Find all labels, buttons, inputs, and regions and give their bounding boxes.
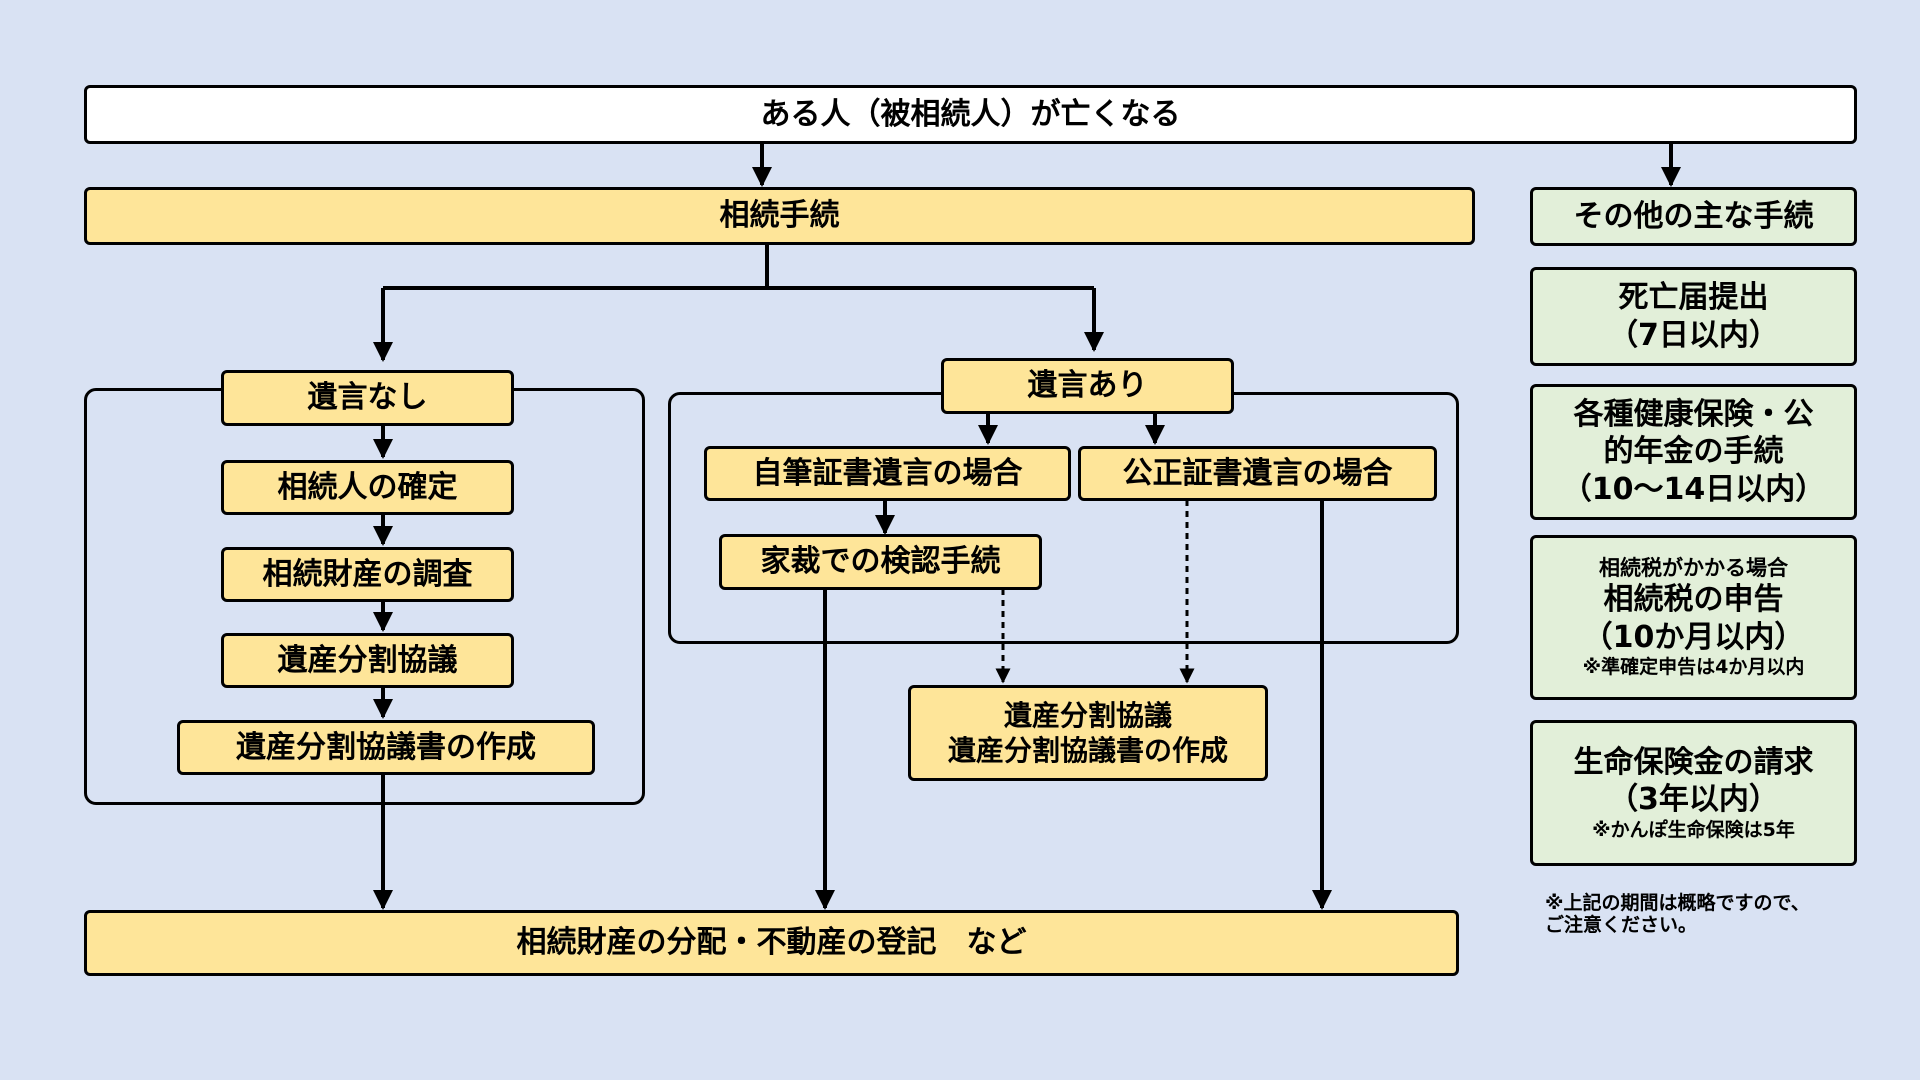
inheritance-tax-box: 相続税がかかる場合 相続税の申告 （10か月以内） ※準確定申告は4か月以内 xyxy=(1530,535,1857,700)
will-exists-box: 遺言あり xyxy=(941,358,1234,414)
holographic-will-box: 自筆証書遺言の場合 xyxy=(704,446,1071,501)
distribution-registration-box: 相続財産の分配・不動産の登記 など xyxy=(84,910,1459,976)
life-insurance-claim-box: 生命保険金の請求 （3年以内） ※かんぽ生命保険は5年 xyxy=(1530,720,1857,866)
health-insurance-pension-box: 各種健康保険・公 的年金の手続 （10～14日以内） xyxy=(1530,384,1857,520)
family-court-probate-box: 家裁での検認手続 xyxy=(719,534,1042,590)
will-division-box: 遺産分割協議 遺産分割協議書の作成 xyxy=(908,685,1268,781)
decedent-dies-box: ある人（被相続人）が亡くなる xyxy=(84,85,1857,144)
step-confirm-heirs: 相続人の確定 xyxy=(221,460,514,515)
step-investigate-estate: 相続財産の調査 xyxy=(221,547,514,602)
inheritance-procedure-box: 相続手続 xyxy=(84,187,1475,245)
notarial-will-box: 公正証書遺言の場合 xyxy=(1078,446,1437,501)
no-will-box: 遺言なし xyxy=(221,370,514,426)
step-division-agreement: 遺産分割協議書の作成 xyxy=(177,720,595,775)
other-procedures-title: その他の主な手続 xyxy=(1530,187,1857,246)
step-division-discussion: 遺産分割協議 xyxy=(221,633,514,688)
death-notification-box: 死亡届提出 （7日以内） xyxy=(1530,267,1857,366)
period-footnote: ※上記の期間は概略ですので、 ご注意ください。 xyxy=(1545,892,1810,936)
will-group-frame xyxy=(668,392,1459,644)
